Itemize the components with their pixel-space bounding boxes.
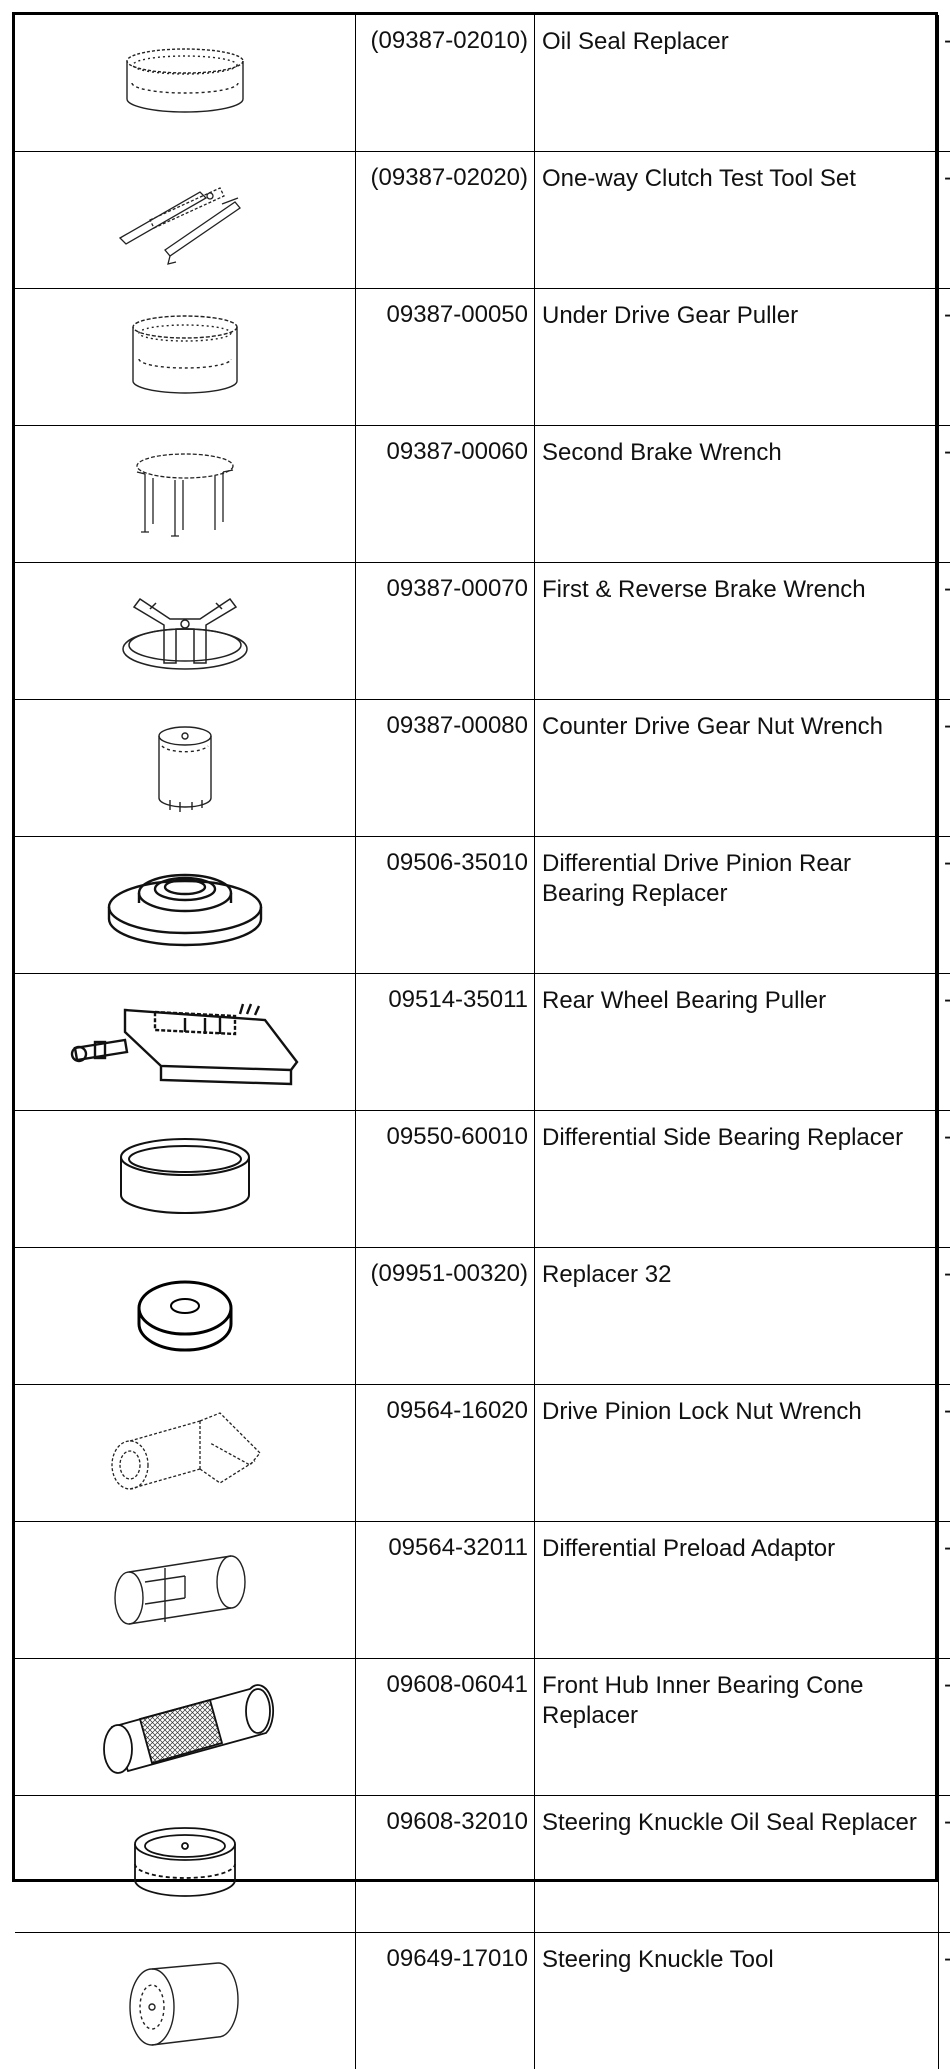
part-number: 09550-60010 [356,1111,535,1248]
tool-name: Drive Pinion Lock Nut Wrench [535,1385,939,1522]
tool-name: Replacer 32 [535,1248,939,1385]
slotted-cylinder-icon [105,1542,265,1638]
remark: - [939,837,950,974]
remark: - [939,1111,950,1248]
cross-wrench-icon [110,579,260,683]
table-row: 09387-00070 First & Reverse Brake Wrench… [15,563,950,700]
remark: - [939,1796,950,1933]
table-row: 09564-32011 Differential Preload Adaptor… [15,1522,950,1659]
tool-name: Under Drive Gear Puller [535,289,939,426]
part-number: 09387-00050 [356,289,535,426]
table-row: 09608-32010 Steering Knuckle Oil Seal Re… [15,1796,950,1933]
seal-cup-icon [120,1814,250,1914]
special-tools-table: (09387-02010) Oil Seal Replacer - (09387… [15,15,950,2069]
remark: - [939,152,950,289]
tool-illustration [15,1111,356,1248]
part-number: (09387-02020) [356,152,535,289]
tool-illustration [15,289,356,426]
thick-ring-icon [110,1131,260,1227]
table-row: 09649-17010 Steering Knuckle Tool - [15,1933,950,2069]
bearing-puller-icon [65,990,305,1094]
tool-illustration [15,1796,356,1933]
table-row: 09564-16020 Drive Pinion Lock Nut Wrench… [15,1385,950,1522]
tool-illustration [15,1248,356,1385]
knurled-bar-icon [90,1675,280,1779]
remark: - [939,563,950,700]
tool-illustration [15,1659,356,1796]
table-row: 09387-00060 Second Brake Wrench - [15,426,950,563]
part-number: 09387-00080 [356,700,535,837]
tool-name: Differential Side Bearing Replacer [535,1111,939,1248]
tool-illustration [15,426,356,563]
remark: - [939,1248,950,1385]
part-number: 09514-35011 [356,974,535,1111]
tool-name: Steering Knuckle Tool [535,1933,939,2069]
tall-ring-icon [115,309,255,405]
table-row: (09951-00320) Replacer 32 - [15,1248,950,1385]
remark: - [939,15,950,152]
tool-illustration [15,1522,356,1659]
part-number: 09506-35010 [356,837,535,974]
part-number: 09564-16020 [356,1385,535,1522]
tool-name: First & Reverse Brake Wrench [535,563,939,700]
table-row: 09387-00050 Under Drive Gear Puller - [15,289,950,426]
table-row: 09387-00080 Counter Drive Gear Nut Wrenc… [15,700,950,837]
tool-name: Rear Wheel Bearing Puller [535,974,939,1111]
remark: - [939,1659,950,1796]
table-row: 09550-60010 Differential Side Bearing Re… [15,1111,950,1248]
remark: - [939,289,950,426]
part-number: (09387-02010) [356,15,535,152]
tool-table-frame: (09387-02010) Oil Seal Replacer - (09387… [12,12,938,1882]
tool-illustration [15,974,356,1111]
lock-nut-wrench-icon [100,1403,270,1503]
knuckle-cylinder-icon [120,1949,250,2053]
tool-illustration [15,563,356,700]
tool-illustration [15,1385,356,1522]
remark: - [939,1933,950,2069]
tool-illustration [15,700,356,837]
remark: - [939,974,950,1111]
remark: - [939,1522,950,1659]
tool-name: One-way Clutch Test Tool Set [535,152,939,289]
part-number: 09387-00070 [356,563,535,700]
part-number: (09951-00320) [356,1248,535,1385]
tool-illustration [15,15,356,152]
washer-icon [130,1268,240,1364]
clutch-test-tool-icon [110,170,260,270]
tool-name: Differential Drive Pinion Rear Bearing R… [535,837,939,974]
stepped-disc-icon [100,855,270,955]
tool-name: Counter Drive Gear Nut Wrench [535,700,939,837]
tool-illustration [15,837,356,974]
part-number: 09608-06041 [356,1659,535,1796]
table-row: (09387-02010) Oil Seal Replacer - [15,15,950,152]
remark: - [939,700,950,837]
legged-wrench-icon [115,444,255,544]
tool-name: Second Brake Wrench [535,426,939,563]
part-number: 09564-32011 [356,1522,535,1659]
tool-illustration [15,1933,356,2069]
part-number: 09608-32010 [356,1796,535,1933]
tool-illustration [15,152,356,289]
table-row: 09608-06041 Front Hub Inner Bearing Cone… [15,1659,950,1796]
part-number: 09387-00060 [356,426,535,563]
part-number: 09649-17010 [356,1933,535,2069]
tool-name: Front Hub Inner Bearing Cone Replacer [535,1659,939,1796]
remark: - [939,1385,950,1522]
wide-ring-icon [110,43,260,123]
table-row: 09514-35011 Rear Wheel Bearing Puller - [15,974,950,1111]
tool-name: Oil Seal Replacer [535,15,939,152]
tool-name: Steering Knuckle Oil Seal Replacer [535,1796,939,1933]
table-row: (09387-02020) One-way Clutch Test Tool S… [15,152,950,289]
table-row: 09506-35010 Differential Drive Pinion Re… [15,837,950,974]
socket-wrench-icon [140,716,230,820]
tool-name: Differential Preload Adaptor [535,1522,939,1659]
remark: - [939,426,950,563]
